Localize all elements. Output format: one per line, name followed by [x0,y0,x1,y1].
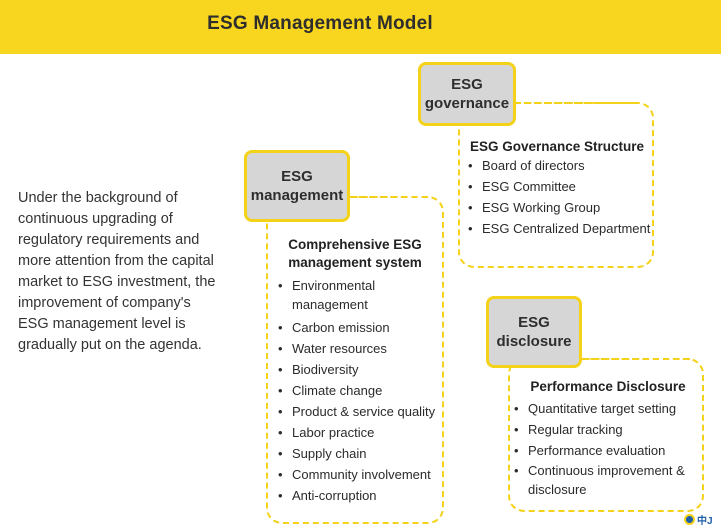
logo-text: 中J [697,515,713,527]
list-item-text: Water resources [292,341,387,356]
governance-label: ESG governance [418,62,516,126]
intro-line: regulatory requirements and [18,232,200,248]
list-item-text: Product & service quality [292,404,436,419]
list-item-text: Environmental [292,278,376,293]
disclosure-title: Performance Disclosure [520,378,696,396]
disclosure-connector [580,358,690,360]
list-item-text: Regular tracking [528,422,623,437]
list-item: Labor practice [278,422,435,443]
list-item: Water resources [278,338,435,359]
list-item: Performance evaluation [514,440,685,461]
page-title: ESG Management Model [207,13,433,34]
governance-label-line: governance [424,95,510,112]
management-label-line: ESG [281,168,313,185]
list-item-text: Continuous improvement & [528,463,685,478]
management-label-line: management [250,187,344,204]
management-title-line: management system [288,255,422,270]
governance-list: Board of directors ESG Committee ESG Wor… [468,155,650,239]
list-item: ESG Committee [468,176,650,197]
governance-connector [515,102,635,104]
intro-text: Under the background of continuous upgra… [18,188,228,356]
list-item: Product & service quality [278,401,435,422]
list-item-text: Labor practice [292,425,375,440]
list-item: Board of directors [468,155,650,176]
disclosure-list: Quantitative target setting Regular trac… [514,398,685,499]
list-item: Anti-corruption [278,485,435,506]
list-item: Continuous improvement & disclosure [514,461,685,499]
intro-line: improvement of company's [18,295,191,311]
disclosure-title-text: Performance Disclosure [530,379,686,394]
disclosure-label-line: disclosure [496,333,572,350]
list-item-text: Biodiversity [292,362,359,377]
intro-line: more attention from the capital [18,253,214,269]
disclosure-label-line: ESG [518,314,550,331]
management-label: ESG management [244,150,350,222]
list-item-text: Climate change [292,383,383,398]
list-item-text: ESG Committee [482,179,576,194]
intro-line: Under the background of [18,190,178,206]
brand-logo: 中J [684,510,721,528]
intro-line: continuous upgrading of [18,211,173,227]
list-item: ESG Centralized Department [468,218,650,239]
list-item: Regular tracking [514,419,685,440]
list-item: Supply chain [278,443,435,464]
management-connector [348,196,428,198]
list-item: ESG Working Group [468,197,650,218]
list-item-text: Supply chain [292,446,367,461]
governance-title-text: ESG Governance Structure [470,139,645,154]
list-item: Community involvement [278,464,435,485]
governance-title: ESG Governance Structure [470,138,645,156]
management-list: Environmental management Carbon emission… [278,276,435,506]
header-banner: ESG Management Model [0,0,721,54]
list-item-text: Community involvement [292,467,431,482]
management-title-line: Comprehensive ESG [288,237,422,252]
management-title: Comprehensive ESG management system [280,236,430,272]
governance-label-line: ESG [451,76,483,93]
list-item-text: Quantitative target setting [528,401,677,416]
list-item: Carbon emission [278,317,435,338]
intro-line: market to ESG investment, the [18,274,216,290]
list-item-text: Performance evaluation [528,443,666,458]
list-item-text: Board of directors [482,158,585,173]
list-item-text: ESG Working Group [482,200,601,215]
intro-line: gradually put on the agenda. [18,337,202,353]
list-item-text: management [292,297,368,312]
list-item-text: Anti-corruption [292,488,377,503]
disclosure-label: ESG disclosure [486,296,582,368]
list-item: Environmental management [278,276,435,314]
logo-icon [684,513,695,525]
intro-line: ESG management level is [18,316,186,332]
list-item-text: Carbon emission [292,320,390,335]
list-item: Quantitative target setting [514,398,685,419]
list-item-text: disclosure [528,482,587,497]
list-item: Climate change [278,380,435,401]
list-item: Biodiversity [278,359,435,380]
list-item-text: ESG Centralized Department [482,221,651,236]
